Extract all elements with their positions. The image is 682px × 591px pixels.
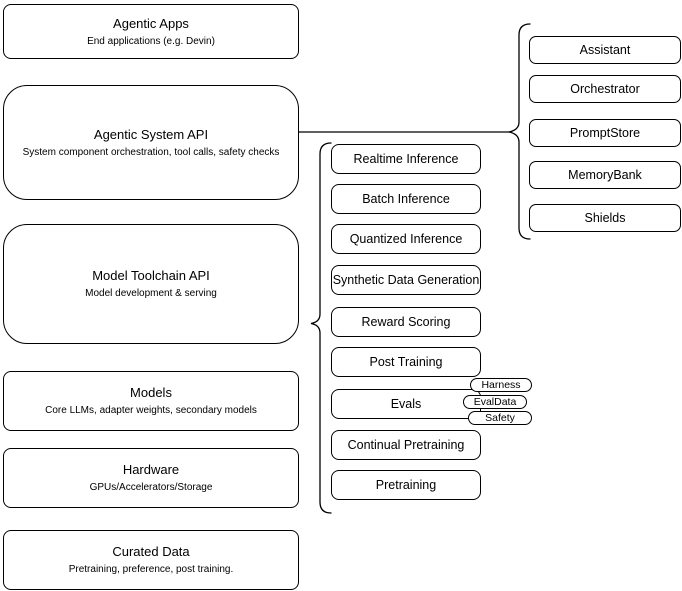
layer-subtitle: Model development & serving [85,288,217,299]
layer-subtitle: Core LLMs, adapter weights, secondary mo… [45,405,257,416]
service-continual-pretraining: Continual Pretraining [331,430,481,460]
layer-subtitle: End applications (e.g. Devin) [87,35,215,47]
service-quantized-inference: Quantized Inference [331,224,481,254]
layer-agentic-system-api: Agentic System API System component orch… [3,85,299,200]
layer-title: Models [130,385,172,400]
pill-label: Safety [485,411,515,424]
service-label: Realtime Inference [353,152,459,166]
service-evals: Evals [331,389,481,419]
service-label: Reward Scoring [361,315,451,329]
layer-subtitle: System component orchestration, tool cal… [22,146,280,158]
service-label: Quantized Inference [349,232,463,246]
pill-label: EvalData [473,395,517,408]
service-label: Pretraining [375,478,437,492]
bracket-system-components [508,23,531,240]
layer-title: Model Toolchain API [92,268,210,283]
layer-title: Curated Data [112,544,190,559]
component-memorybank: MemoryBank [529,161,681,189]
service-label: Batch Inference [362,192,450,206]
component-shields: Shields [529,204,681,232]
layer-subtitle: Pretraining, preference, post training. [68,564,234,575]
service-label: Evals [390,397,422,411]
layer-model-toolchain-api: Model Toolchain API Model development & … [3,224,299,344]
layer-models: Models Core LLMs, adapter weights, secon… [3,371,299,431]
component-label: MemoryBank [568,168,642,182]
layer-title: Agentic System API [93,126,209,142]
layer-subtitle: GPUs/Accelerators/Storage [89,482,213,493]
component-label: Shields [584,211,626,225]
service-synthetic-data-generation: Synthetic Data Generation [331,265,481,295]
service-post-training: Post Training [331,347,481,377]
eval-evaldata-pill: EvalData [463,395,527,409]
component-label: Orchestrator [570,82,640,96]
component-orchestrator: Orchestrator [529,75,681,103]
eval-harness-pill: Harness [470,378,532,392]
layer-hardware: Hardware GPUs/Accelerators/Storage [3,448,299,508]
component-label: PromptStore [569,126,641,140]
service-label: Post Training [369,355,443,369]
eval-safety-pill: Safety [468,411,532,425]
service-label: Synthetic Data Generation [332,273,480,287]
component-assistant: Assistant [529,36,681,64]
component-promptstore: PromptStore [529,119,681,147]
service-label: Continual Pretraining [347,438,465,452]
bracket-toolchain-services [310,142,332,514]
service-realtime-inference: Realtime Inference [331,144,481,174]
layer-title: Hardware [122,462,180,477]
layer-agentic-apps: Agentic Apps End applications (e.g. Devi… [3,4,299,59]
layer-title: Agentic Apps [113,15,189,31]
component-label: Assistant [579,43,631,57]
service-reward-scoring: Reward Scoring [331,307,481,337]
service-batch-inference: Batch Inference [331,184,481,214]
pill-label: Harness [481,378,521,391]
layer-curated-data: Curated Data Pretraining, preference, po… [3,530,299,590]
service-pretraining: Pretraining [331,470,481,500]
